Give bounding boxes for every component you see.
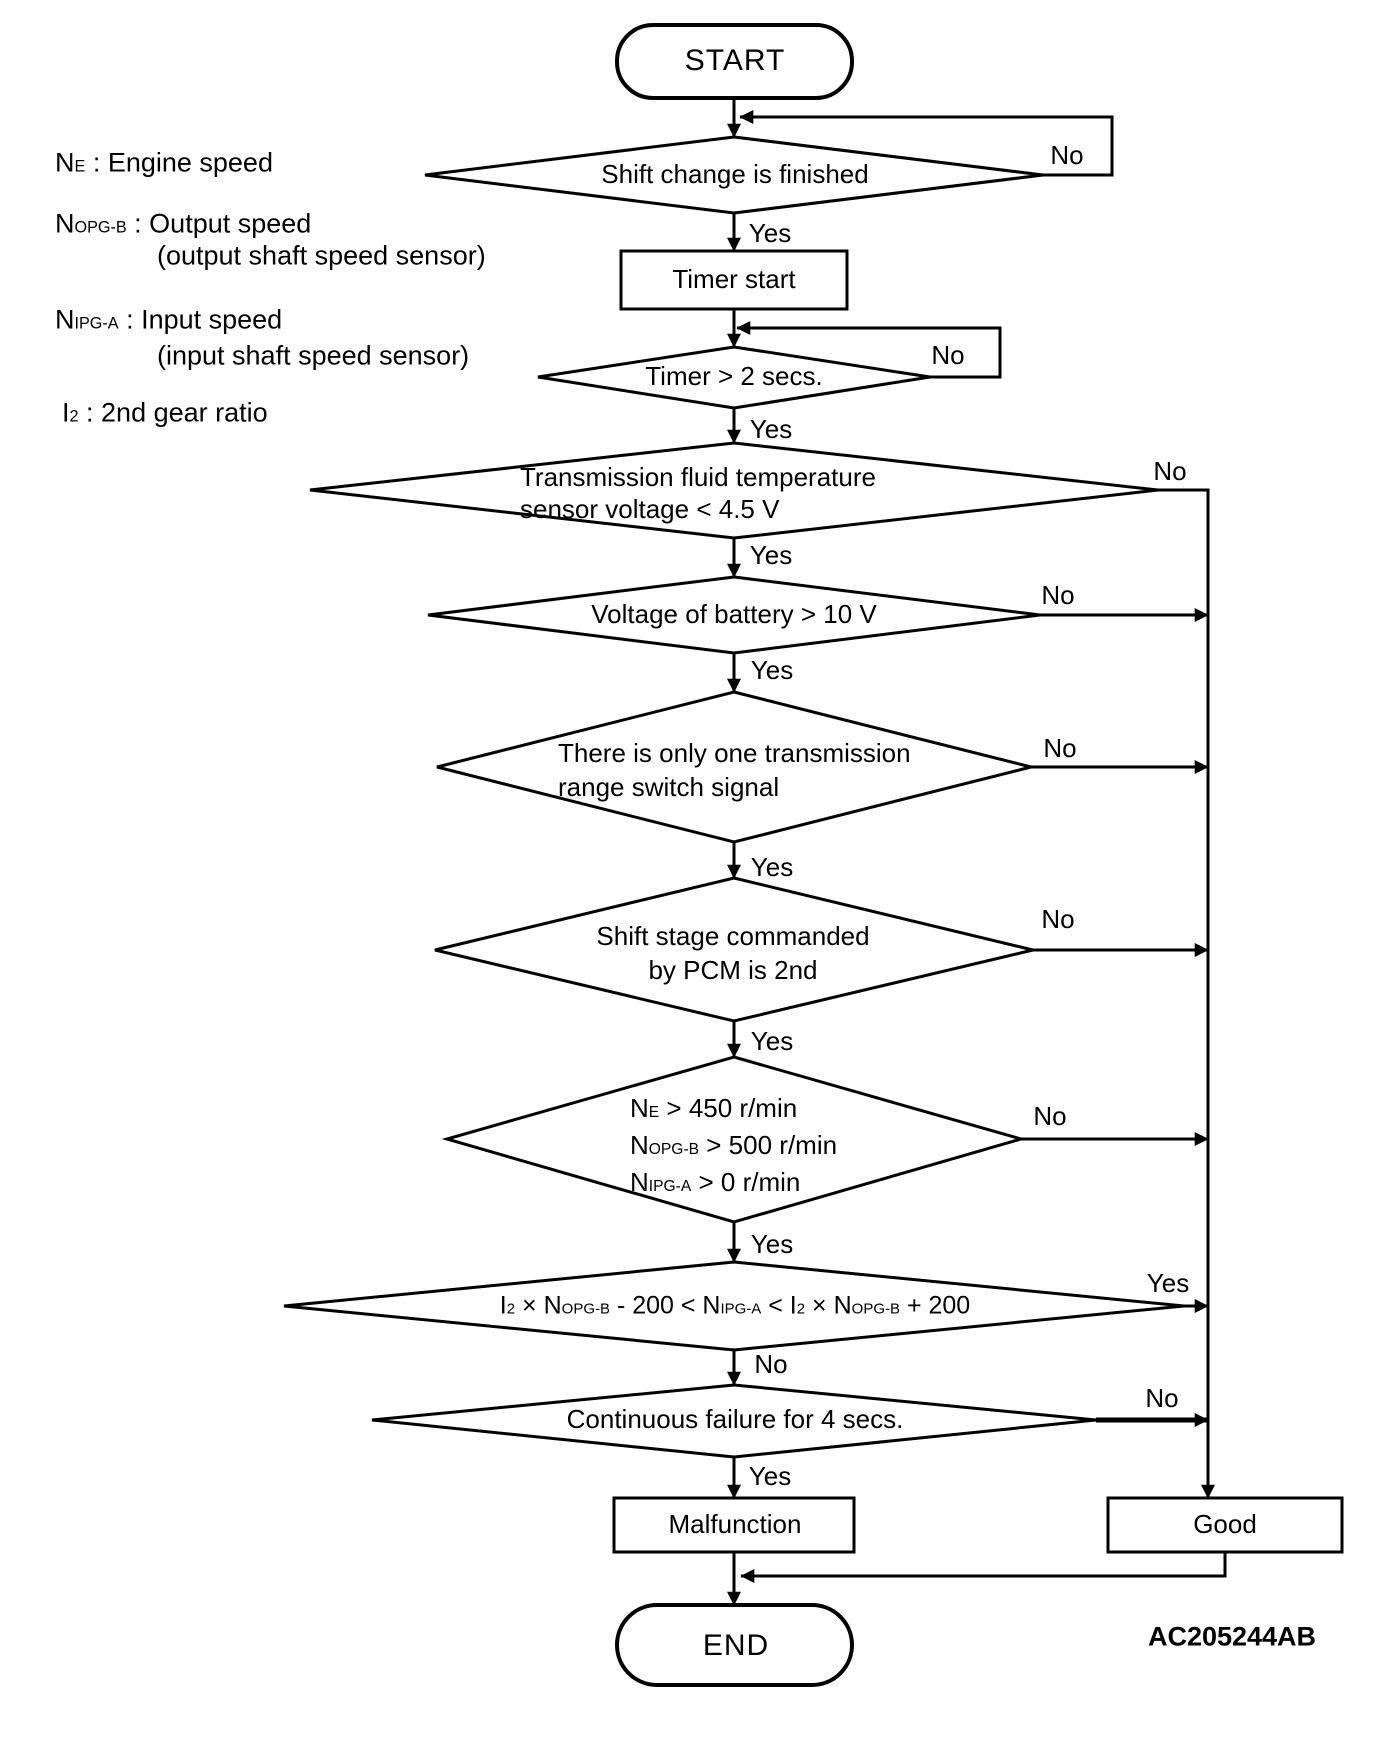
edge-no-loop-timer-check xyxy=(736,321,1002,379)
formula-part: × N xyxy=(805,1291,852,1320)
yes-label-speeds: Yes xyxy=(750,1229,794,1260)
legend-subscript: 2 xyxy=(69,407,79,426)
no-label-gear-ratio: No xyxy=(754,1349,788,1380)
yes-label-fluid-temp: Yes xyxy=(749,540,793,571)
formula-subscript: IPG-A xyxy=(720,1300,762,1318)
decision-range-switch-line1: There is only one transmission xyxy=(558,738,911,768)
speed-subscript: OPG-B xyxy=(648,1141,700,1158)
good-process-shape xyxy=(1106,1496,1344,1554)
decision-shift-stage-line2: by PCM is 2nd xyxy=(648,955,818,985)
decision-fluid-temp-label: Transmission fluid temperature sensor vo… xyxy=(520,461,876,525)
formula-subscript: OPG-B xyxy=(561,1300,610,1318)
legend-gear-ratio: I2 : 2nd gear ratio xyxy=(62,397,268,428)
yes-label-range-switch: Yes xyxy=(750,852,794,883)
legend-input-speed: NIPG-A : Input speed xyxy=(55,304,282,335)
good-process-label: Good xyxy=(1193,1509,1257,1540)
no-label-shift-change: No xyxy=(1050,140,1084,171)
decision-timer-label: Timer > 2 secs. xyxy=(645,361,823,392)
decision-speeds-line3: NIPG-A > 0 r/min xyxy=(630,1166,837,1203)
legend-symbol: N xyxy=(55,304,75,335)
yes-label-gear-ratio: Yes xyxy=(1146,1268,1190,1299)
legend-subscript: IPG-A xyxy=(74,314,119,333)
legend-output-speed: NOPG-B : Output speed xyxy=(55,208,311,239)
legend-engine-speed: NE : Engine speed xyxy=(55,147,273,178)
yes-label-shift-change: Yes xyxy=(748,218,792,249)
figure-code-watermark: AC205244AB xyxy=(1147,1621,1317,1652)
yes-label-continuous-failure: Yes xyxy=(748,1461,792,1492)
end-terminator-label: END xyxy=(702,1628,770,1662)
edge-no-rail-to-good xyxy=(1158,488,1215,1499)
formula-part: < I xyxy=(761,1291,797,1320)
formula-subscript: OPG-B xyxy=(851,1300,900,1318)
decision-range-switch-label: There is only one transmission range swi… xyxy=(558,736,911,804)
legend-symbol: I xyxy=(62,397,70,428)
formula-part: × N xyxy=(515,1291,562,1320)
edge-good-to-end xyxy=(740,1552,1227,1583)
decision-speeds-line2: NOPG-B > 500 r/min xyxy=(630,1129,837,1166)
speed-subscript: IPG-A xyxy=(648,1178,692,1195)
formula-part: + 200 xyxy=(899,1291,971,1320)
edge-no-loop-shift-change xyxy=(739,110,1114,177)
legend-subscript: E xyxy=(74,157,86,176)
legend-input-speed-paren: (input shaft speed sensor) xyxy=(157,340,469,371)
no-label-timer: No xyxy=(931,340,965,371)
no-label-battery: No xyxy=(1041,580,1075,611)
legend-symbol: N xyxy=(55,147,75,178)
no-label-continuous-failure: No xyxy=(1145,1383,1179,1414)
legend-text: : Engine speed xyxy=(85,147,273,178)
formula-part: I xyxy=(499,1291,507,1320)
yes-label-battery: Yes xyxy=(750,655,794,686)
no-label-speeds: No xyxy=(1033,1101,1067,1132)
decision-gear-ratio-label: I2 × NOPG-B - 200 < NIPG-A < I2 × NOPG-B… xyxy=(500,1292,970,1321)
speed-symbol: N xyxy=(630,1093,649,1123)
no-label-shift-stage: No xyxy=(1041,904,1075,935)
legend-text: (output shaft speed sensor) xyxy=(157,240,486,271)
speed-symbol: N xyxy=(630,1130,649,1160)
decision-fluid-temp-line1: Transmission fluid temperature xyxy=(520,462,876,492)
decision-speeds-line1: NE > 450 r/min xyxy=(630,1092,837,1129)
speed-threshold: > 450 r/min xyxy=(659,1093,798,1123)
timer-start-process-label: Timer start xyxy=(672,264,796,295)
formula-part: - 200 < N xyxy=(609,1291,721,1320)
formula-subscript: 2 xyxy=(796,1300,806,1318)
speed-threshold: > 0 r/min xyxy=(691,1167,801,1197)
legend-subscript: OPG-B xyxy=(74,218,127,237)
decision-range-switch-line2: range switch signal xyxy=(558,772,780,802)
decision-fluid-temp-line2: sensor voltage < 4.5 V xyxy=(520,494,780,524)
start-terminator-label: START xyxy=(684,43,786,77)
speed-symbol: N xyxy=(630,1167,649,1197)
decision-shift-stage-label: Shift stage commanded by PCM is 2nd xyxy=(596,919,869,987)
speed-threshold: > 500 r/min xyxy=(699,1130,838,1160)
decision-speeds-label: NE > 450 r/min NOPG-B > 500 r/min NIPG-A… xyxy=(630,1092,837,1203)
malfunction-process-label: Malfunction xyxy=(668,1509,802,1540)
decision-shift-change-label: Shift change is finished xyxy=(601,159,869,190)
yes-label-timer: Yes xyxy=(749,414,793,445)
decision-battery-label: Voltage of battery > 10 V xyxy=(591,599,877,630)
legend-symbol: N xyxy=(55,208,75,239)
no-label-fluid-temp: No xyxy=(1153,456,1187,487)
legend-text: : Input speed xyxy=(118,304,283,335)
formula-subscript: 2 xyxy=(506,1300,516,1318)
yes-label-shift-stage: Yes xyxy=(750,1026,794,1057)
decision-continuous-failure-label: Continuous failure for 4 secs. xyxy=(566,1404,904,1435)
legend-text: : 2nd gear ratio xyxy=(78,397,268,428)
speed-subscript: E xyxy=(648,1104,660,1121)
legend-output-speed-paren: (output shaft speed sensor) xyxy=(157,240,486,271)
legend-text: (input shaft speed sensor) xyxy=(157,340,470,371)
decision-shift-stage-line1: Shift stage commanded xyxy=(596,921,870,951)
timer-start-process-shape xyxy=(619,249,849,311)
legend-text: : Output speed xyxy=(126,208,312,239)
no-label-range-switch: No xyxy=(1043,733,1077,764)
